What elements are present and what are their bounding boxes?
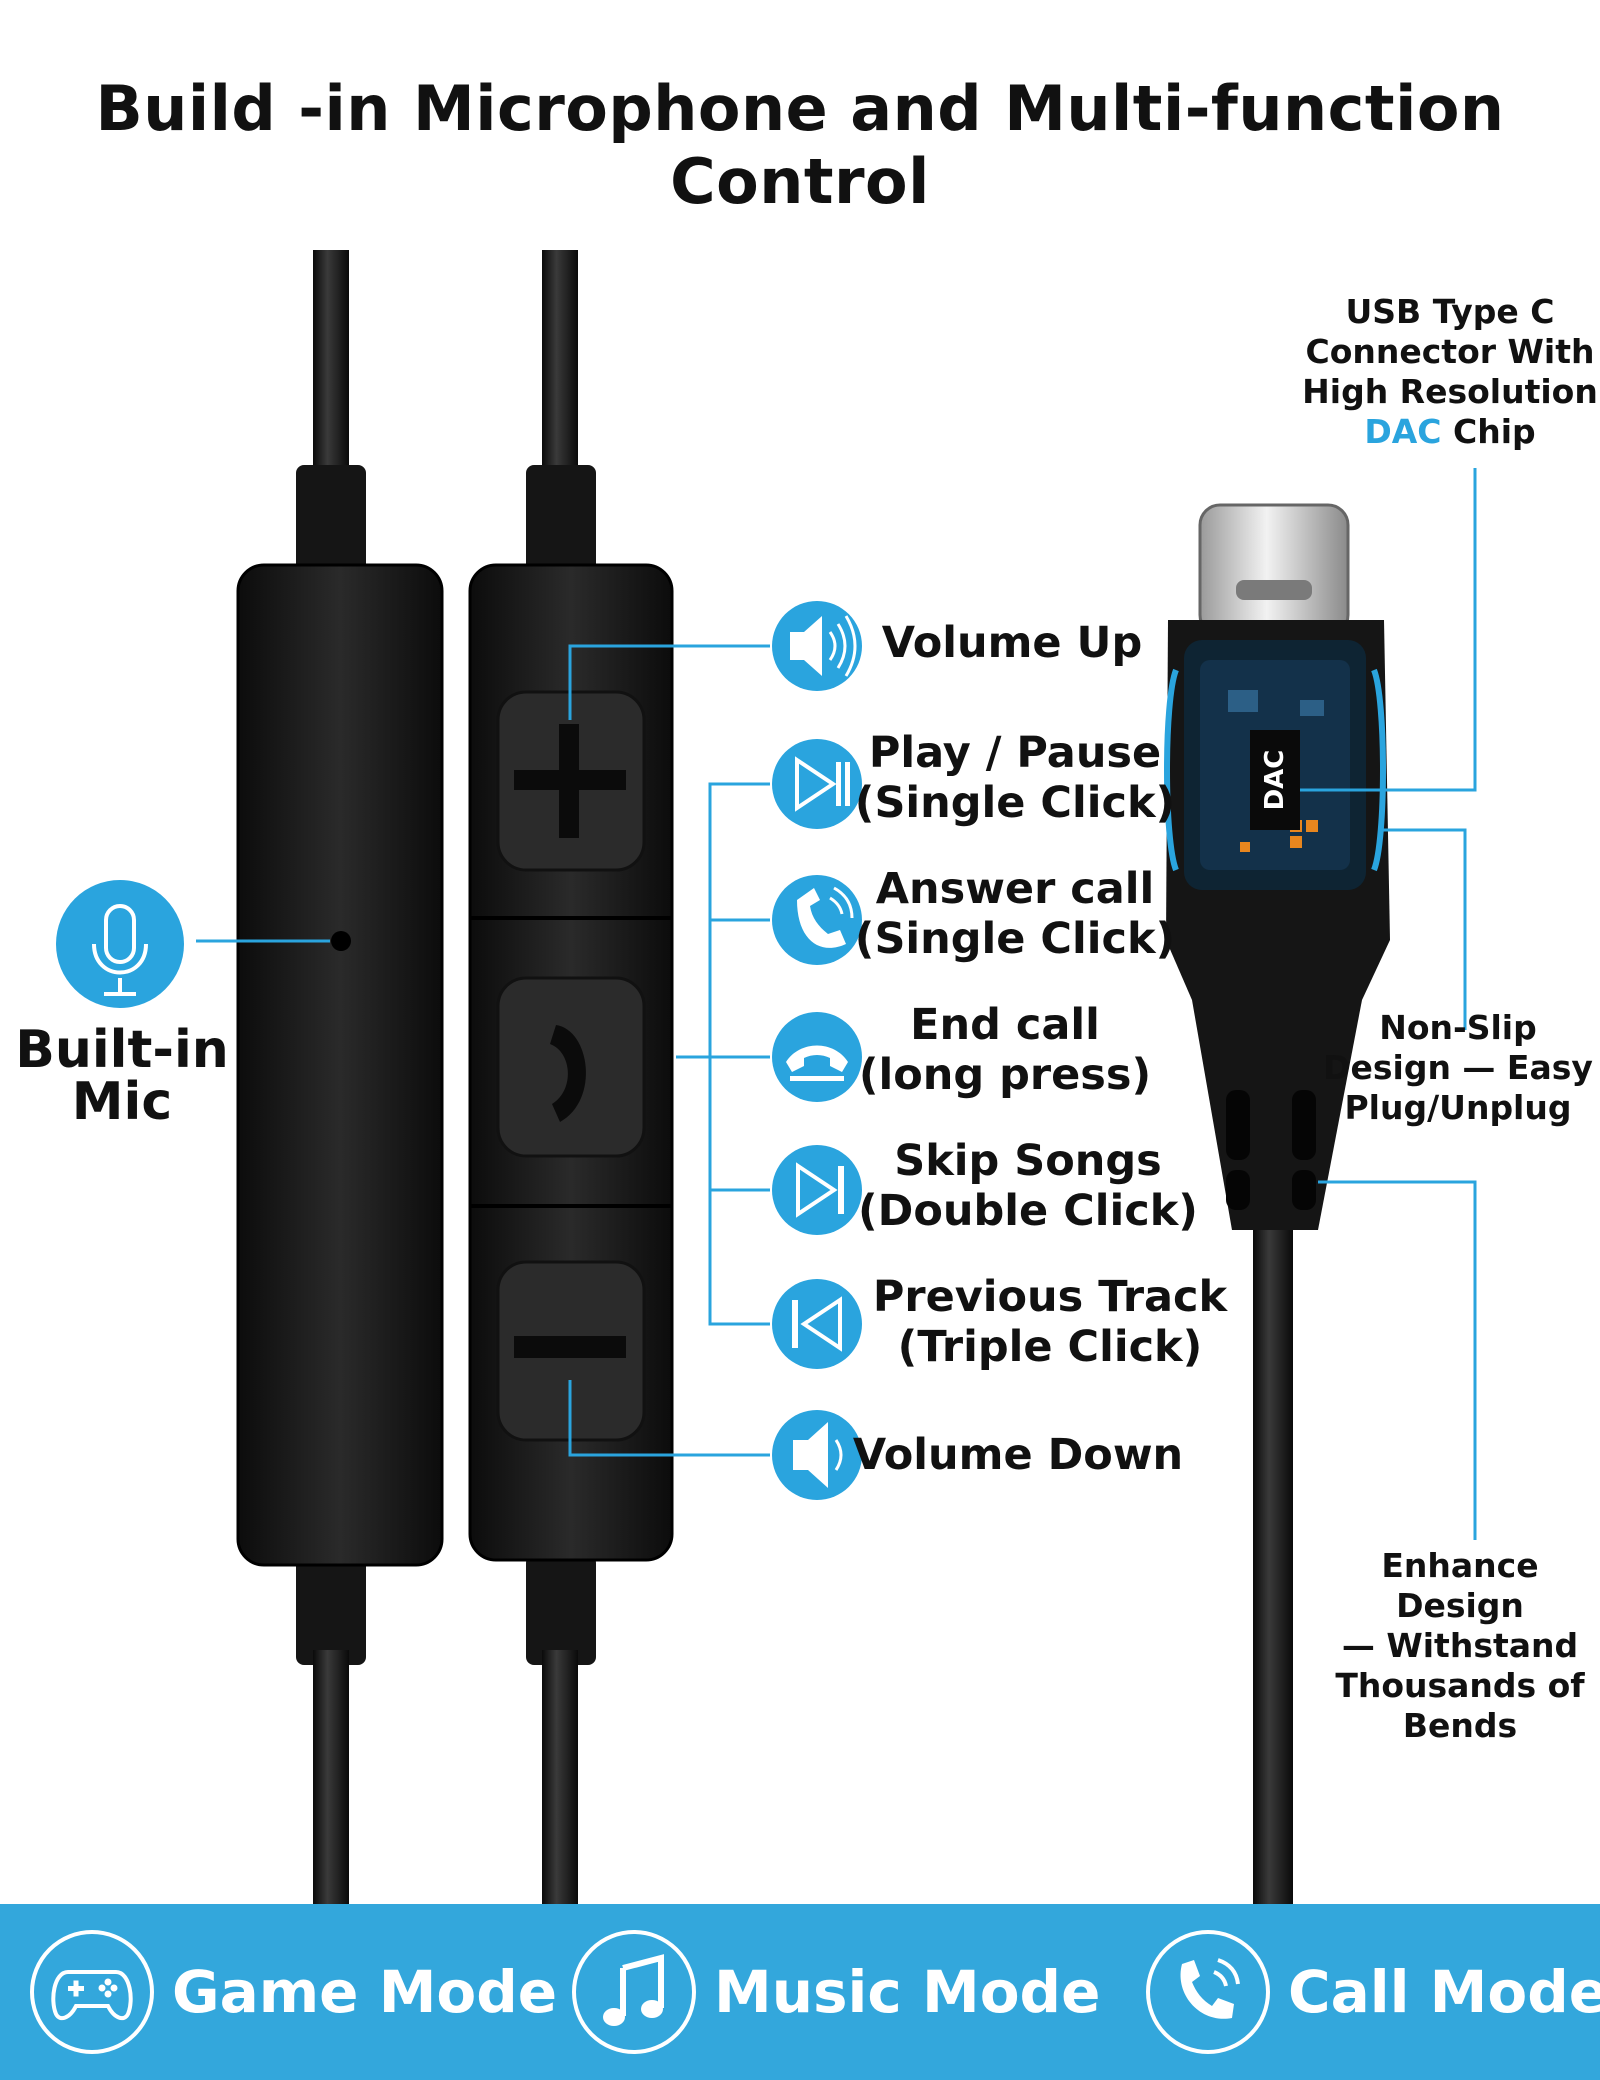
function-label-play-pause: Play / Pause (Single Click) (854, 728, 1176, 828)
music-mode: Music Mode (572, 1910, 1100, 2074)
music-mode-label: Music Mode (714, 1958, 1101, 2026)
volume-down-icon (772, 1410, 862, 1500)
dac-chip-label: DAC (1260, 749, 1290, 811)
function-label-previous-track: Previous Track (Triple Click) (872, 1272, 1228, 1372)
music-note-icon (572, 1930, 696, 2054)
play-pause-icon (772, 739, 862, 829)
phone-icon (772, 875, 862, 965)
function-label-volume-down: Volume Down (852, 1430, 1184, 1480)
usb-c-connector (1164, 503, 1390, 1904)
function-label-skip-songs: Skip Songs (Double Click) (858, 1136, 1198, 1236)
hang-up-icon (772, 1012, 862, 1102)
mic-hole (331, 931, 351, 951)
call-mode: Call Mode (1146, 1910, 1600, 2074)
game-mode-label: Game Mode (172, 1958, 558, 2026)
volume-up-icon (772, 601, 862, 691)
non-slip-description: Non-Slip Design — Easy Plug/Unplug (1323, 1008, 1593, 1127)
mic-housing (236, 563, 444, 1567)
mode-footer (0, 1904, 1600, 2080)
phone-icon (1146, 1930, 1270, 2054)
right-cable (526, 250, 596, 1904)
microphone-icon (56, 880, 184, 1008)
next-track-icon (772, 1145, 862, 1235)
game-mode: Game Mode (30, 1910, 557, 2074)
connector-description: USB Type C Connector With High Resolutio… (1302, 292, 1598, 451)
previous-track-icon (772, 1279, 862, 1369)
call-mode-label: Call Mode (1288, 1958, 1600, 2026)
function-label-answer-call: Answer call (Single Click) (854, 864, 1176, 964)
control-housing (468, 563, 674, 1562)
left-cable (296, 250, 366, 1904)
built-in-mic-label: Built-in Mic (15, 1020, 229, 1132)
callout-lines (196, 468, 1477, 1540)
enhance-description: Enhance Design — Withstand Thousands of … (1335, 1546, 1585, 1745)
function-label-volume-up: Volume Up (881, 618, 1143, 668)
gamepad-icon (30, 1930, 154, 2054)
page-title: Build -in Microphone and Multi-function … (95, 72, 1505, 218)
function-label-end-call: End call (long press) (858, 1000, 1152, 1100)
